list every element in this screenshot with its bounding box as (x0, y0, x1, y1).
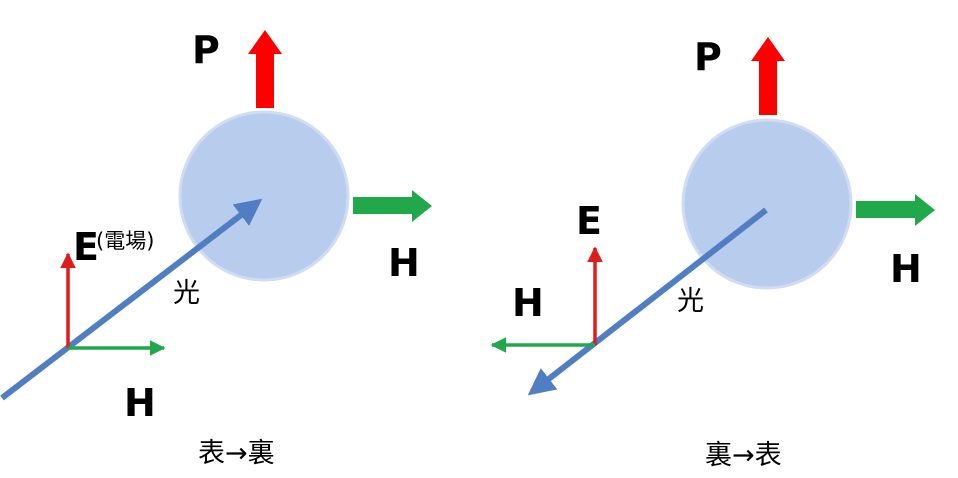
left-light-ray (0, 198, 263, 401)
right-momentum-arrow (751, 37, 785, 115)
left-particle-h-label: H (388, 241, 420, 285)
left-field-h-label: H (124, 381, 156, 425)
right-caption: 裏→表 (705, 440, 782, 471)
right-light-ray (527, 207, 768, 396)
left-e-label: E (73, 225, 99, 269)
left-e-note: (電場) (96, 229, 155, 253)
left-p-label: P (192, 28, 220, 72)
right-particle-h-label: H (890, 247, 922, 291)
right-field-h-label: H (512, 281, 544, 325)
left-caption: 表→裏 (198, 438, 275, 469)
right-panel (490, 37, 935, 396)
right-particle-h-arrow (856, 194, 935, 226)
left-particle (178, 110, 350, 282)
left-light-label: 光 (173, 278, 200, 309)
left-particle-h-arrow (353, 190, 432, 222)
right-particle (681, 118, 853, 290)
left-momentum-arrow (248, 30, 282, 108)
left-panel (0, 30, 432, 401)
right-p-label: P (694, 35, 722, 79)
right-light-label: 光 (677, 286, 704, 317)
right-e-label: E (576, 199, 602, 243)
